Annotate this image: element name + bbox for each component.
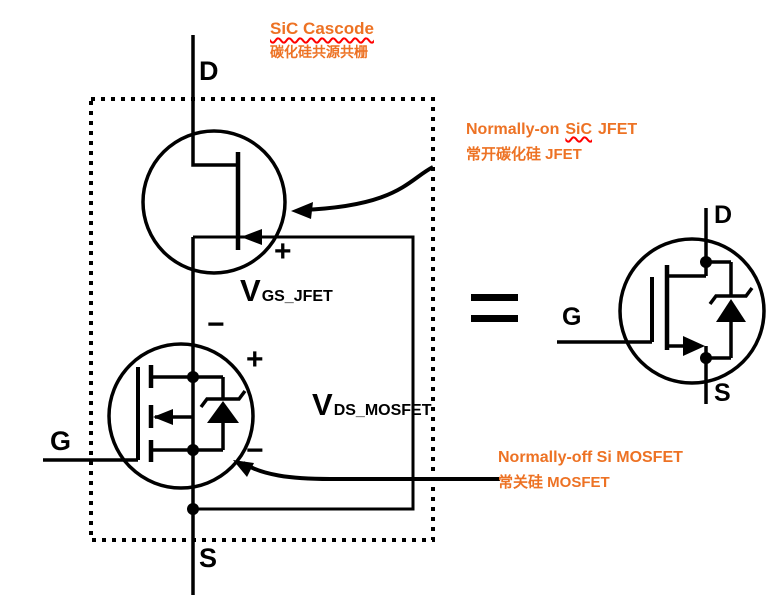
mosfet-drain-link: [151, 375, 225, 400]
body-diode-icon: [207, 401, 239, 423]
annotation-mosfet: Normally-off Si MOSFET 常关硅 MOSFET: [498, 449, 683, 491]
vds-minus-sign: −: [246, 434, 264, 467]
package-boundary-box: [89, 97, 435, 542]
source-terminal-label: S: [199, 543, 218, 573]
mosfet-source-link: [151, 423, 225, 452]
annotation-jfet-en-post: JFET: [598, 121, 638, 138]
annotation-jfet-english: Normally-on SiC JFET: [466, 122, 637, 138]
gate-source-loop: [193, 235, 415, 511]
junction-dot: [187, 503, 199, 515]
equivalent-diode-cathode-bar: [708, 286, 754, 306]
equivalent-drain-link: [667, 262, 708, 278]
vgs-jfet-label: V GS_JFET: [240, 275, 333, 306]
equivalent-circle: [618, 237, 766, 385]
callout-arrowhead-jfet-icon: [291, 202, 313, 219]
annotation-mosfet-chinese: 常关硅 MOSFET: [498, 474, 610, 491]
mosfet-body-arrow-icon: [153, 409, 173, 425]
vds-plus-sign: +: [246, 343, 264, 376]
equivalent-body-diode-icon: [716, 299, 746, 322]
jfet-gate-arrow-icon: [241, 229, 262, 245]
annotation-jfet-en-pre: Normally-on: [466, 121, 560, 138]
junction-dot: [187, 444, 199, 456]
junction-dot: [187, 371, 199, 383]
body-diode-cathode-bar: [199, 389, 247, 409]
vds-mosfet-label: V DS_MOSFET: [312, 389, 431, 420]
diagram-title: SiC Cascode 碳化硅共源共栅: [270, 20, 374, 59]
drain-wire: [191, 35, 236, 167]
annotation-jfet-en-mark: SiC: [565, 121, 593, 138]
vgs-minus-sign: −: [207, 308, 225, 341]
vds-subscript: DS_MOSFET: [333, 402, 432, 419]
title-english: SiC Cascode: [270, 19, 374, 38]
jfet-circle: [141, 129, 287, 275]
vgs-plus-sign: +: [274, 235, 292, 268]
junction-dot: [700, 256, 712, 268]
annotation-jfet-chinese: 常开碳化硅 JFET: [466, 146, 582, 163]
vgs-subscript: GS_JFET: [261, 288, 333, 305]
callout-arrowhead-mosfet-icon: [233, 460, 254, 477]
callout-arrow-mosfet: [241, 461, 500, 481]
equivalent-source-label: S: [714, 379, 731, 407]
vgs-symbol: V: [240, 273, 261, 308]
title-chinese: 碳化硅共源共栅: [270, 44, 368, 60]
callout-arrow-jfet: [301, 165, 434, 212]
annotation-jfet: Normally-on SiC JFET 常开碳化硅 JFET: [466, 122, 637, 163]
equivalent-source-arrow-icon: [683, 336, 705, 356]
annotation-mosfet-english: Normally-off Si MOSFET: [498, 449, 683, 466]
vds-symbol: V: [312, 387, 333, 422]
junction-dot: [700, 352, 712, 364]
mosfet-circle: [107, 342, 255, 490]
drain-terminal-label: D: [199, 56, 219, 86]
equals-icon: [471, 294, 518, 322]
equivalent-drain-label: D: [714, 201, 733, 229]
gate-terminal-label: G: [50, 426, 72, 456]
equivalent-diode-branch: [706, 260, 733, 360]
equivalent-gate-label: G: [562, 303, 582, 331]
